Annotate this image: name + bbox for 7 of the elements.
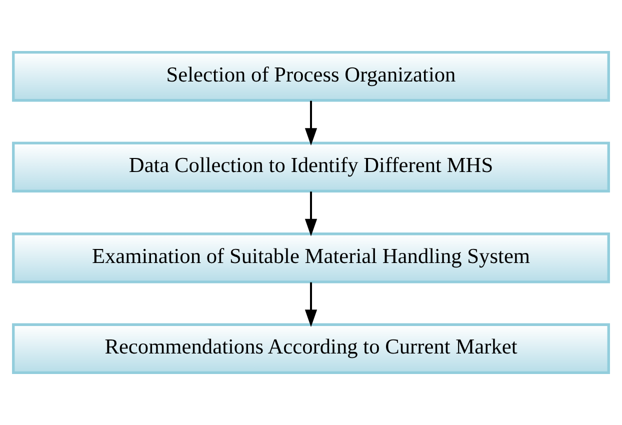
node-box: Recommendations According to Current Market bbox=[12, 323, 610, 374]
node-box: Data Collection to Identify Different MHS bbox=[12, 142, 610, 192]
arrow bbox=[304, 192, 318, 236]
node-box: Examination of Suitable Material Handling System bbox=[12, 232, 610, 284]
arrow bbox=[304, 282, 318, 328]
node-box: Selection of Process Organization bbox=[12, 51, 610, 102]
arrow bbox=[304, 100, 318, 146]
